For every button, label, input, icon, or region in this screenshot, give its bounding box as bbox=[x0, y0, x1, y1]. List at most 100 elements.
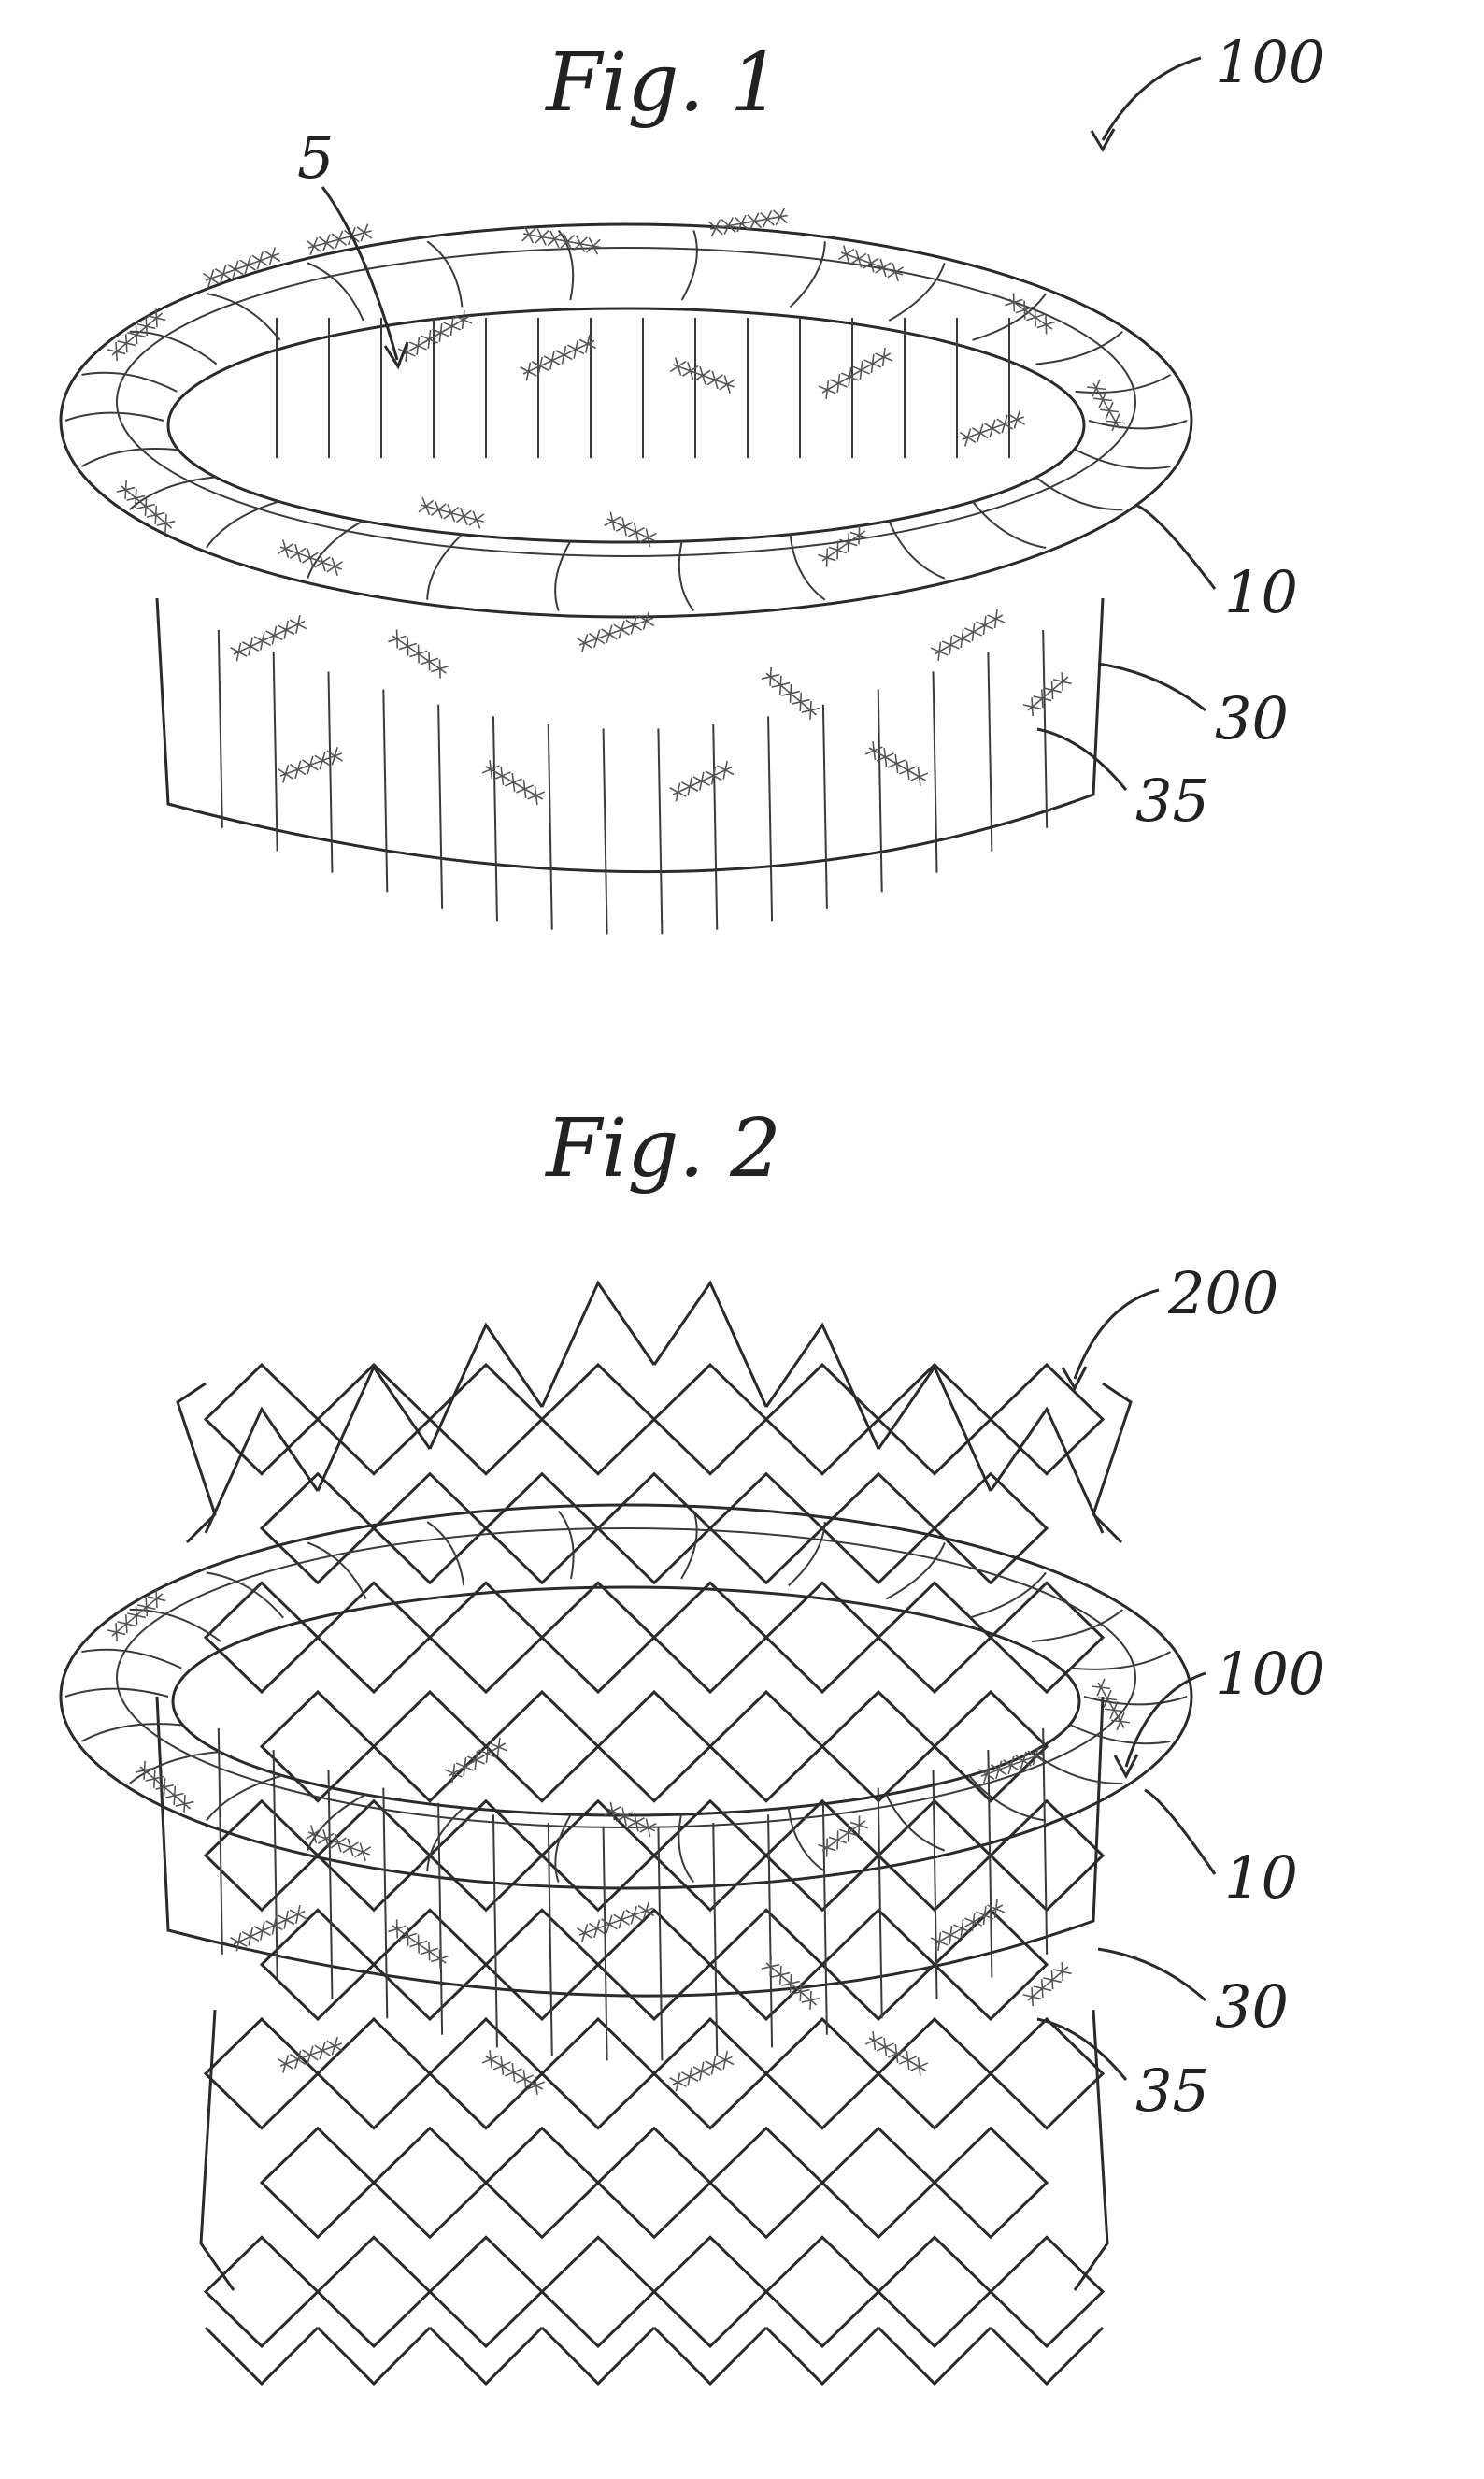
frame-diamond-cell bbox=[654, 1801, 766, 1911]
skirt-segment-line bbox=[549, 1823, 552, 2056]
torus-segment-line bbox=[427, 241, 462, 307]
frame-diamond-cell bbox=[542, 1801, 654, 1911]
stitch-mark bbox=[762, 667, 821, 721]
frame-diamond-cell bbox=[766, 2019, 878, 2128]
torus-segment-line bbox=[1035, 332, 1122, 365]
torus-segment-line bbox=[679, 541, 694, 610]
frame-diamond-cell bbox=[486, 1692, 598, 1801]
label-10-fig2: 10 bbox=[1224, 1843, 1298, 1912]
frame-diamond-cell bbox=[822, 2128, 935, 2238]
frame-diamond-cell bbox=[318, 1801, 430, 1911]
label-35-fig2: 35 bbox=[1135, 2056, 1209, 2125]
torus-segment-line bbox=[207, 501, 280, 548]
frame-diamond-cell bbox=[654, 2237, 766, 2346]
frame-diamond-cell bbox=[991, 1583, 1103, 1692]
fig2-skirt bbox=[157, 1697, 1103, 1996]
frame-diamond-cell bbox=[374, 1474, 486, 1583]
skirt-segment-line bbox=[1043, 630, 1047, 828]
frame-diamond-cell bbox=[206, 1365, 318, 1474]
frame-diamond-cell bbox=[710, 1910, 822, 2019]
frame-diamond-cell bbox=[206, 2237, 318, 2346]
stitch-mark bbox=[388, 629, 450, 679]
fig1-reference-labels: 100 5 10 30 35 bbox=[297, 28, 1325, 835]
frame-flare-left bbox=[178, 1383, 215, 1542]
frame-diamond-cell bbox=[935, 1692, 1047, 1801]
fig1-stitching-pattern bbox=[107, 208, 1126, 806]
skirt-segment-line bbox=[823, 1803, 827, 2035]
frame-diamond-cell bbox=[206, 2019, 318, 2128]
skirt-segment-line bbox=[878, 1788, 882, 2019]
stitch-mark bbox=[931, 609, 1006, 661]
stitch-mark bbox=[1023, 671, 1073, 716]
frame-diamond-cell bbox=[430, 1583, 542, 1692]
frame-bottom-point bbox=[766, 2328, 878, 2384]
frame-flare-right bbox=[1093, 1383, 1131, 1542]
fig1-inner-wall bbox=[277, 318, 1009, 458]
frame-crown-strut bbox=[430, 1325, 542, 1450]
frame-diamond-cell bbox=[430, 2019, 542, 2128]
fig2-stent-frame bbox=[178, 1283, 1131, 2385]
stitch-mark bbox=[231, 614, 308, 661]
frame-diamond-cell bbox=[710, 2128, 822, 2238]
torus-segment-line bbox=[207, 1775, 283, 1820]
skirt-segment-line bbox=[549, 724, 552, 930]
skirt-segment-line bbox=[768, 716, 772, 921]
label-100-fig2: 100 bbox=[1215, 1640, 1325, 1708]
stitch-mark bbox=[1023, 1961, 1073, 2006]
figure-2-title: Fig. 2 bbox=[544, 1102, 781, 1196]
torus-segment-line bbox=[81, 449, 177, 466]
frame-crown-strut bbox=[542, 1283, 654, 1408]
stitch-mark bbox=[960, 410, 1026, 447]
torus-segment-line bbox=[681, 1511, 697, 1578]
frame-diamond-cell bbox=[991, 2237, 1103, 2346]
torus-segment-line bbox=[81, 1650, 181, 1669]
stitch-mark bbox=[865, 741, 930, 787]
frame-diamond-cell bbox=[991, 1365, 1103, 1474]
skirt-segment-line bbox=[988, 1750, 992, 1978]
fig2-reference-labels: 200 100 10 30 35 bbox=[1037, 1259, 1325, 2125]
frame-diamond-cell bbox=[542, 2019, 654, 2128]
skirt-segment-line bbox=[383, 690, 387, 893]
frame-diamond-cell bbox=[598, 1692, 710, 1801]
stitch-mark bbox=[670, 357, 736, 394]
skirt-segment-line bbox=[328, 671, 332, 872]
label-100-fig1: 100 bbox=[1215, 28, 1325, 96]
stitch-mark bbox=[521, 334, 598, 380]
stitch-mark bbox=[1005, 293, 1056, 335]
frame-diamond-cell bbox=[766, 1801, 878, 1911]
frame-bottom-point bbox=[991, 2328, 1103, 2384]
skirt-segment-line bbox=[604, 728, 607, 934]
frame-diamond-cell bbox=[878, 1365, 991, 1474]
stitch-mark bbox=[670, 2050, 735, 2091]
torus-segment-line bbox=[81, 1724, 181, 1741]
skirt-segment-line bbox=[878, 690, 882, 893]
stitch-mark bbox=[931, 1899, 1006, 1951]
frame-diamond-cell bbox=[878, 2019, 991, 2128]
frame-diamond-cell bbox=[430, 2237, 542, 2346]
frame-diamond-cell bbox=[374, 1692, 486, 1801]
frame-crown-strut bbox=[654, 1283, 766, 1408]
skirt-segment-line bbox=[219, 630, 222, 828]
frame-diamond-cell bbox=[542, 2237, 654, 2346]
frame-diamond-cell bbox=[822, 1474, 935, 1583]
skirt-segment-line bbox=[274, 652, 278, 852]
frame-diamond-cell bbox=[598, 1910, 710, 2019]
frame-diamond-cell bbox=[598, 2128, 710, 2238]
fig1-torus-ring bbox=[61, 224, 1191, 617]
frame-diamond-cell bbox=[206, 1801, 318, 1911]
skirt-segment-line bbox=[493, 716, 497, 921]
frame-crown-strut bbox=[991, 1410, 1103, 1534]
frame-diamond-cell bbox=[318, 2237, 430, 2346]
torus-segment-line bbox=[1032, 1752, 1122, 1784]
stitch-mark bbox=[819, 347, 894, 399]
skirt-segment-line bbox=[383, 1788, 387, 2019]
skirt-segment-line bbox=[988, 652, 992, 852]
torus-segment-line bbox=[1032, 1610, 1122, 1641]
frame-diamond-cell bbox=[878, 2237, 991, 2346]
torus-segment-line bbox=[65, 413, 164, 421]
torus-segment-line bbox=[555, 541, 570, 610]
skirt-segment-line bbox=[493, 1814, 497, 2047]
frame-diamond-cell bbox=[262, 2128, 374, 2238]
stitch-mark bbox=[231, 1904, 308, 1951]
